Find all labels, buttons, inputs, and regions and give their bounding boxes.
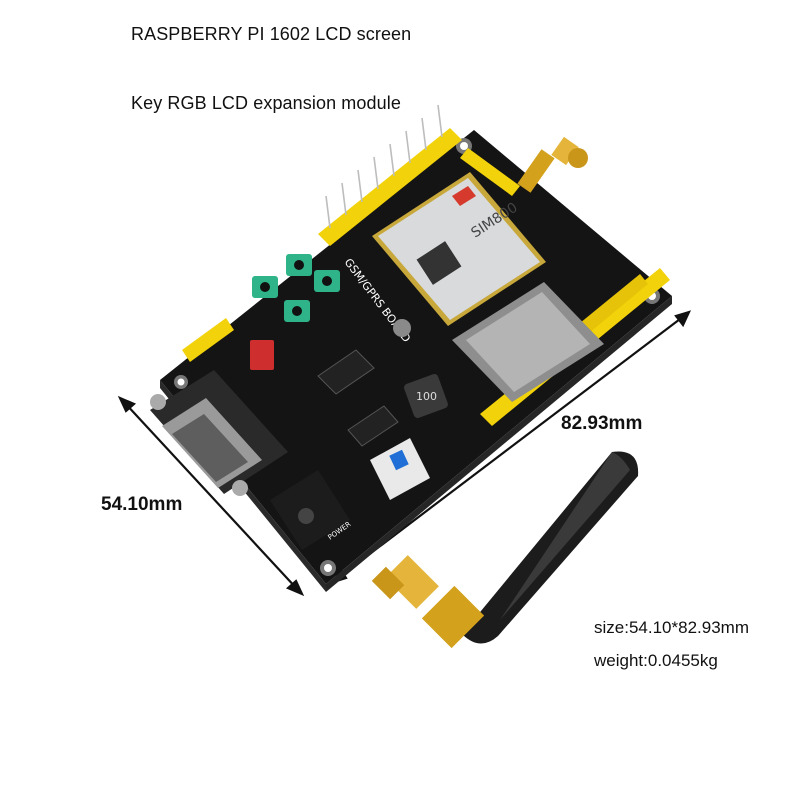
antenna bbox=[371, 451, 639, 649]
audio-jacks bbox=[252, 254, 340, 322]
length-dimension-label: 82.93mm bbox=[561, 413, 643, 434]
db9-connector bbox=[150, 370, 288, 496]
red-jumper bbox=[250, 340, 274, 370]
chips bbox=[317, 349, 399, 447]
left-small-header bbox=[182, 318, 234, 362]
weight-spec: weight:0.0455kg bbox=[594, 651, 718, 670]
width-dimension-arrow bbox=[117, 395, 305, 597]
buzzer bbox=[393, 319, 411, 337]
inductor: 100 bbox=[404, 374, 448, 418]
product-title: RASPBERRY PI 1602 LCD screen bbox=[131, 24, 412, 44]
width-dimension-label: 54.10mm bbox=[101, 494, 183, 515]
inductor-label: 100 bbox=[416, 390, 437, 403]
sim800-module: SIM800 bbox=[372, 172, 546, 326]
power-switch bbox=[370, 438, 430, 500]
sim-card-slot bbox=[452, 282, 604, 402]
size-spec: size:54.10*82.93mm bbox=[594, 618, 749, 637]
sma-connector bbox=[517, 136, 588, 193]
left-pin-header bbox=[318, 104, 462, 246]
top-pin-header bbox=[460, 148, 520, 196]
product-subtitle: Key RGB LCD expansion module bbox=[131, 93, 401, 113]
